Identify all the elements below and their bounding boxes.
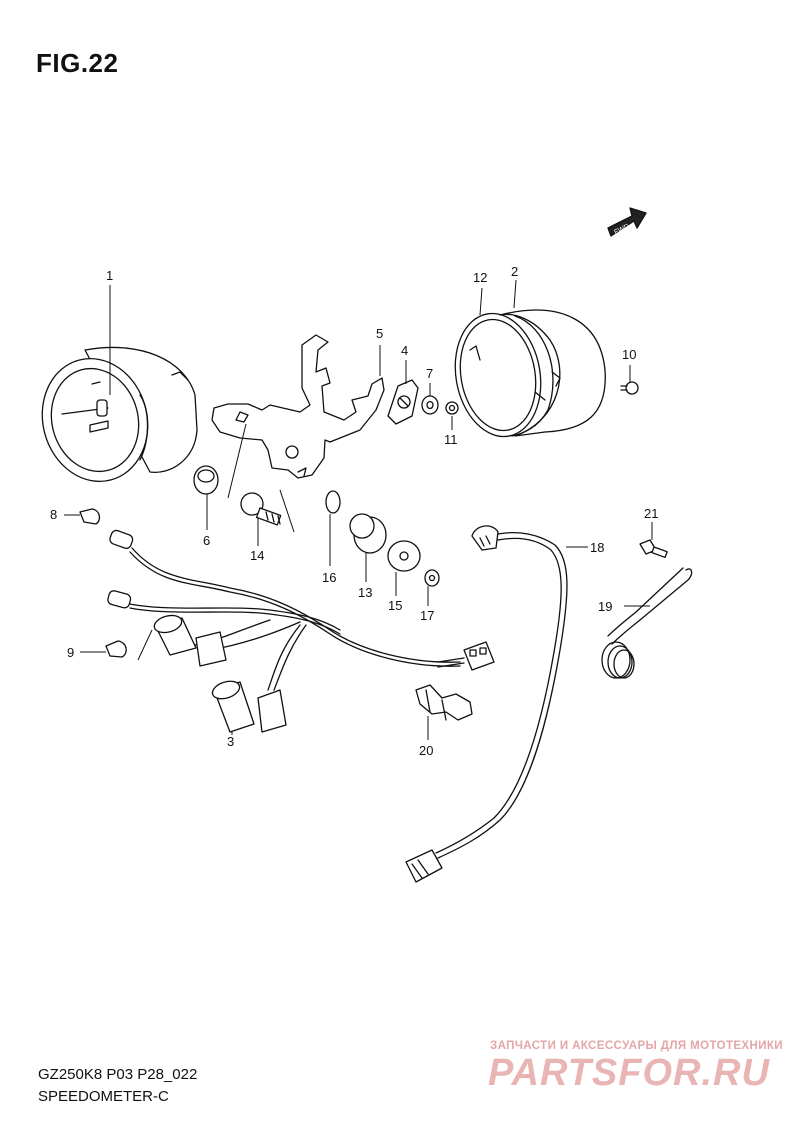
callout-labels: 1 2 3 4 5 6 7 8 9 10 11 12 13 14 15 16 1… [50, 264, 658, 758]
figure-title: FIG.22 [36, 48, 119, 78]
callout-14: 14 [250, 548, 264, 563]
grommet-part-6 [193, 465, 219, 495]
nut-part-11 [445, 401, 459, 415]
bolt-part-14 [240, 492, 282, 526]
washer-part-15 [387, 540, 421, 572]
callout-6: 6 [203, 533, 210, 548]
grommet-part-13 [349, 513, 387, 554]
meter-bracket-part [211, 334, 385, 479]
watermark-brand-logo: PARTSFOR.RU [488, 1052, 770, 1094]
callout-11: 11 [444, 432, 458, 447]
bulb-part-9 [105, 640, 127, 658]
callout-16: 16 [322, 570, 336, 585]
callout-17: 17 [420, 608, 434, 623]
callout-20: 20 [419, 743, 433, 758]
leader-lines [64, 279, 653, 740]
fwd-arrow-icon: FWD [607, 207, 647, 237]
callout-2: 2 [511, 264, 518, 279]
callout-1: 1 [106, 268, 113, 283]
callout-13: 13 [358, 585, 372, 600]
washer-part-7 [421, 395, 439, 415]
nut-part-17 [424, 569, 440, 587]
bulb-part-16 [325, 490, 341, 514]
callout-9: 9 [67, 645, 74, 660]
indicator-socket-part [387, 379, 419, 425]
bulb-part-8 [79, 508, 101, 525]
callout-3: 3 [227, 734, 234, 749]
callout-21: 21 [644, 506, 658, 521]
model-code: GZ250K8 P03 P28_022 [38, 1066, 198, 1083]
trim-ring-part [454, 312, 542, 438]
watermark-tagline: ЗАПЧАСТИ И АКСЕССУАРЫ ДЛЯ МОТОТЕХНИКИ [490, 1040, 783, 1052]
callout-18: 18 [590, 540, 604, 555]
meter-case-part [499, 309, 606, 437]
spring-part-19 [601, 567, 693, 679]
speedometer-gauge-part [41, 346, 198, 483]
callout-5: 5 [376, 326, 383, 341]
wiring-harness-part [107, 529, 495, 733]
callout-7: 7 [426, 366, 433, 381]
section-name: SPEEDOMETER-C [38, 1088, 169, 1105]
cable-clamp-part [415, 684, 473, 721]
screw-part-10 [620, 381, 639, 395]
callout-4: 4 [401, 343, 408, 358]
callout-10: 10 [622, 347, 636, 362]
screw-part-21 [639, 539, 668, 559]
callout-12: 12 [473, 270, 487, 285]
speedometer-cable-part [405, 525, 568, 883]
callout-15: 15 [388, 598, 402, 613]
callout-8: 8 [50, 507, 57, 522]
callout-19: 19 [598, 599, 612, 614]
